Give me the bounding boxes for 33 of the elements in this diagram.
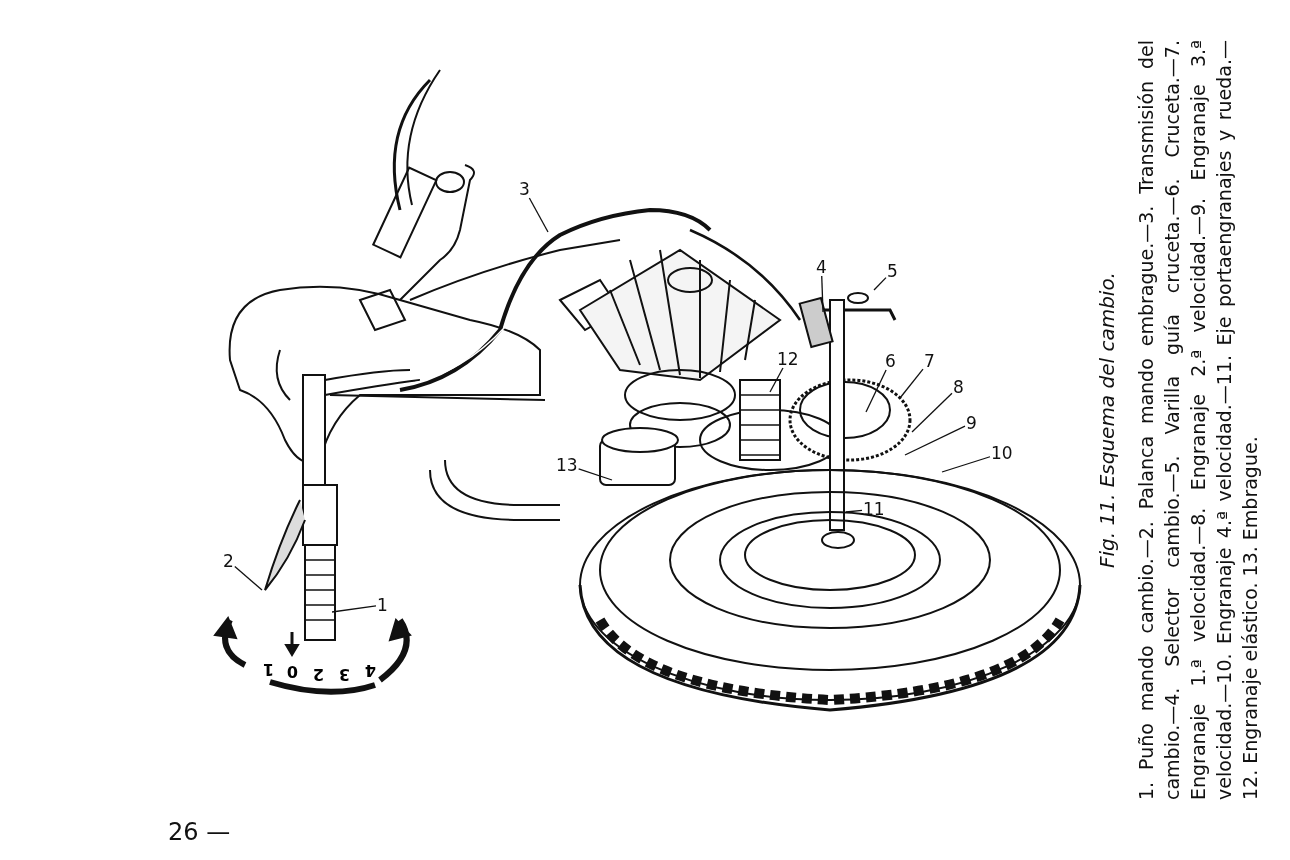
scale-number: 3 (338, 665, 350, 684)
scale-number: 1 (262, 660, 274, 679)
leader-line (331, 605, 377, 613)
leader-line (941, 456, 991, 473)
callout-number: 7 (923, 352, 936, 370)
callout-number: 2 (222, 552, 235, 570)
leader-line (904, 425, 966, 456)
leader-line (528, 197, 549, 233)
callout-number: 13 (555, 456, 579, 474)
leader-line (578, 468, 613, 481)
scale-number: 2 (312, 665, 324, 684)
leader-line (845, 509, 863, 513)
callout-number: 10 (990, 444, 1014, 462)
leader-line (873, 276, 887, 291)
callout-number: 9 (965, 414, 978, 432)
leader-line (769, 367, 784, 393)
callout-number: 3 (518, 180, 531, 198)
callout-number: 8 (952, 378, 965, 396)
callout-number: 4 (815, 258, 828, 276)
figure-title: Fig. 11. Esquema del cambio. (1095, 271, 1119, 570)
callout-number: 12 (776, 350, 800, 368)
leader-line (911, 392, 953, 433)
page-number: 26 — (168, 818, 231, 846)
scale-number: 4 (364, 661, 376, 680)
callout-number: 5 (886, 262, 899, 280)
figure-caption: 1. Puño mando cambio.—2. Palanca mando embrague.—3. Transmisión del cambio.—4. Selector cambio.—5. Varilla guía cruceta.—6. Cruceta.—7. Engranaje 1.ª velocidad.—8. Engranaje 2.ª velocidad.—9. Engranaje 3.ª velocidad.—10. Engranaje 4.ª velocidad.—11. Eje portaengranajes y rueda.—12. Engranaje elástico. 13. Embrague. (1134, 40, 1262, 800)
scale-number: 0 (286, 662, 298, 681)
callout-number: 1 (376, 596, 389, 614)
leader-line (234, 565, 263, 591)
leader-line (821, 275, 824, 313)
leader-line (899, 368, 924, 399)
callout-number: 6 (884, 352, 897, 370)
leader-line (865, 369, 887, 413)
